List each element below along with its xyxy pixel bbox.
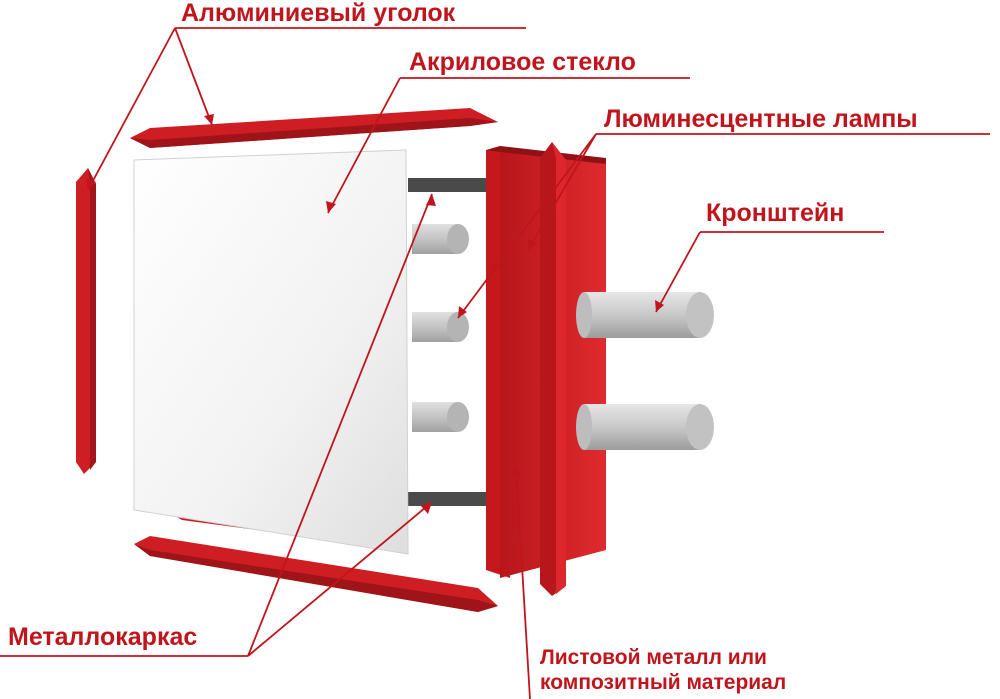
callout-frame-b <box>247 501 433 657</box>
callout-lamps-b <box>527 133 597 251</box>
callout-sheet-line <box>515 465 531 699</box>
arrowhead-frame-b <box>421 502 432 514</box>
callout-bracket-line <box>655 231 701 313</box>
metal-frame-post-highlight <box>552 142 566 594</box>
label-metal-frame: Металлокаркас <box>8 623 198 651</box>
fluorescent-lamp-1 <box>412 224 469 254</box>
arrowhead-frame-a <box>426 194 436 206</box>
label-sheet-metal-line2: композитный материал <box>540 671 787 695</box>
callout-frame-a <box>247 193 433 657</box>
arrowhead-lamps-b <box>528 238 537 250</box>
label-aluminum-corner: Алюминиевый уголок <box>181 0 456 27</box>
acrylic-glass-panel <box>133 149 409 555</box>
label-acrylic-glass: Акриловое стекло <box>409 48 636 76</box>
callout-arrowheads <box>86 114 664 514</box>
callout-lines <box>0 27 990 699</box>
inner-bottom-rail <box>408 492 486 506</box>
aluminum-corner-left-edge <box>88 168 96 470</box>
label-sheet-metal: Листовой металл или композитный материал <box>540 645 786 695</box>
aluminum-corner-bottom-edge <box>134 544 498 612</box>
arrowhead-sheet <box>511 466 522 478</box>
callout-aluminum-a <box>87 27 176 191</box>
label-bracket: Кронштейн <box>706 199 845 227</box>
arrowhead-acrylic <box>326 201 336 213</box>
arrowhead-bracket <box>655 300 664 312</box>
bracket-lower <box>576 404 714 450</box>
callout-acrylic-line <box>327 77 401 214</box>
label-sheet-metal-line1: Листовой металл или <box>540 646 767 669</box>
aluminum-corner-top-edge <box>130 118 498 148</box>
fluorescent-lamp-3 <box>412 402 469 432</box>
bracket-upper <box>576 292 714 338</box>
callout-lamps-a <box>457 133 597 319</box>
arrowhead-lamps-a <box>458 306 467 318</box>
arrowhead-aluminum-b <box>204 114 214 125</box>
box-inner-wall <box>408 160 488 530</box>
inner-top-rail <box>408 178 486 192</box>
callout-aluminum-b <box>174 27 213 126</box>
arrowhead-aluminum-a <box>86 178 96 190</box>
label-fluorescent-lamps: Люминесцентные лампы <box>604 105 918 133</box>
fluorescent-lamp-2 <box>412 312 469 342</box>
